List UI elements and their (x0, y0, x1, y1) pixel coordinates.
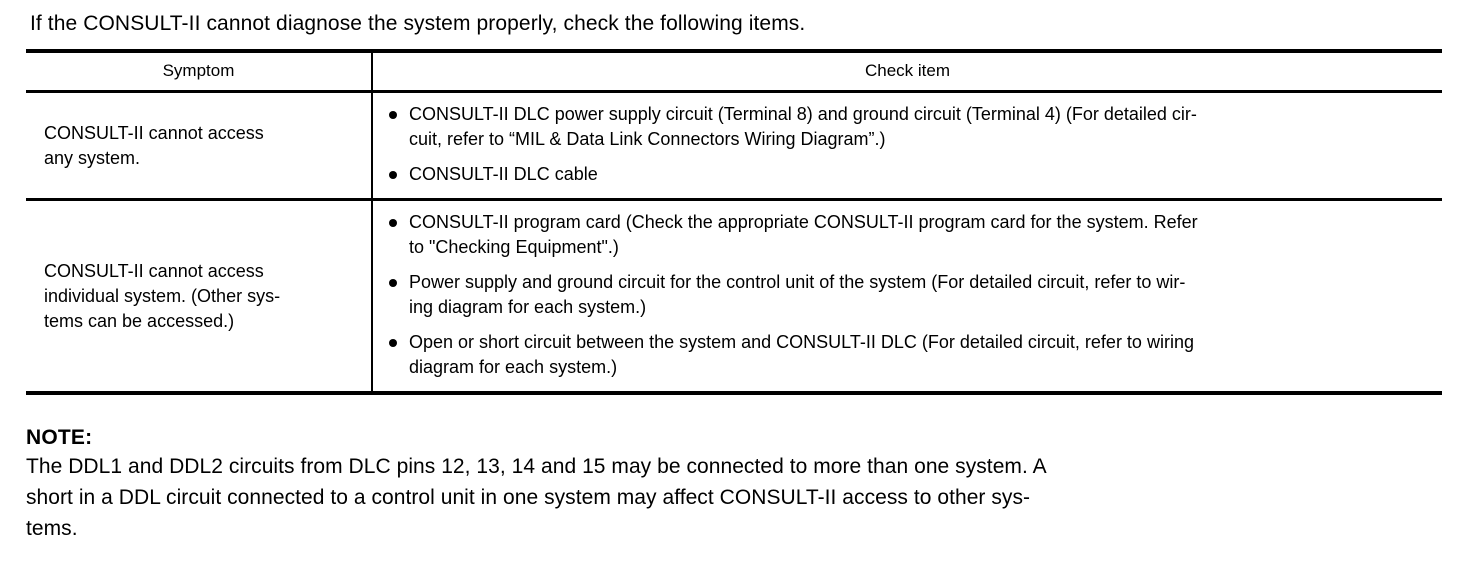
symptom-line: tems can be accessed.) (44, 310, 235, 331)
check-item-line: ing diagram for each system.) (409, 297, 647, 317)
filled-circle-bullet-icon (389, 339, 397, 347)
list-item: Open or short circuit between the system… (387, 330, 1436, 380)
check-item-line: cuit, refer to “MIL & Data Link Connecto… (409, 129, 886, 149)
filled-circle-bullet-icon (389, 219, 397, 227)
filled-circle-bullet-icon (389, 279, 397, 287)
column-header-symptom: Symptom (26, 49, 373, 93)
check-item-line: CONSULT-II program card (Check the appro… (409, 212, 1198, 232)
symptom-cell: CONSULT-II cannot access individual syst… (26, 199, 373, 395)
check-item-line: Power supply and ground circuit for the … (409, 272, 1186, 292)
table-header-row: Symptom Check item (26, 49, 1442, 93)
note-line: short in a DDL circuit connected to a co… (26, 486, 1031, 509)
symptom-text: CONSULT-II cannot access individual syst… (44, 259, 359, 334)
symptom-line: individual system. (Other sys- (44, 285, 281, 306)
check-item-line: CONSULT-II DLC power supply circuit (Ter… (409, 104, 1197, 124)
check-item-cell: CONSULT-II DLC power supply circuit (Ter… (372, 91, 1442, 201)
symptom-line: CONSULT-II cannot access (44, 260, 264, 281)
list-item: Power supply and ground circuit for the … (387, 270, 1436, 320)
check-item-list: CONSULT-II DLC power supply circuit (Ter… (387, 102, 1436, 187)
note-title: NOTE: (26, 426, 93, 449)
intro-paragraph: If the CONSULT-II cannot diagnose the sy… (30, 12, 806, 35)
symptom-line: any system. (44, 147, 141, 168)
table-row: CONSULT-II cannot access any system. CON… (26, 91, 1442, 201)
check-table-container: Symptom Check item CONSULT-II cannot acc… (26, 49, 1442, 395)
note-line: tems. (26, 517, 78, 540)
check-item-line: diagram for each system.) (409, 357, 618, 377)
symptom-text: CONSULT-II cannot access any system. (44, 121, 359, 171)
check-item-line: Open or short circuit between the system… (409, 332, 1194, 352)
list-item: CONSULT-II program card (Check the appro… (387, 210, 1436, 260)
note-body: The DDL1 and DDL2 circuits from DLC pins… (26, 451, 1448, 544)
table-header: Symptom Check item (26, 49, 1442, 93)
list-item: CONSULT-II DLC cable (387, 162, 1436, 187)
note-line: The DDL1 and DDL2 circuits from DLC pins… (26, 455, 1047, 478)
symptom-cell: CONSULT-II cannot access any system. (26, 91, 373, 201)
list-item: CONSULT-II DLC power supply circuit (Ter… (387, 102, 1436, 152)
column-header-check-item: Check item (372, 49, 1442, 93)
table-row: CONSULT-II cannot access individual syst… (26, 199, 1442, 395)
check-item-line: to "Checking Equipment".) (409, 237, 619, 257)
table-body: CONSULT-II cannot access any system. CON… (26, 91, 1442, 395)
check-item-cell: CONSULT-II program card (Check the appro… (372, 199, 1442, 395)
filled-circle-bullet-icon (389, 111, 397, 119)
note-block: NOTE: The DDL1 and DDL2 circuits from DL… (26, 424, 1448, 544)
symptom-check-table: Symptom Check item CONSULT-II cannot acc… (26, 49, 1442, 395)
check-item-line: CONSULT-II DLC cable (409, 164, 598, 184)
check-item-list: CONSULT-II program card (Check the appro… (387, 210, 1436, 380)
symptom-line: CONSULT-II cannot access (44, 122, 264, 143)
filled-circle-bullet-icon (389, 171, 397, 179)
